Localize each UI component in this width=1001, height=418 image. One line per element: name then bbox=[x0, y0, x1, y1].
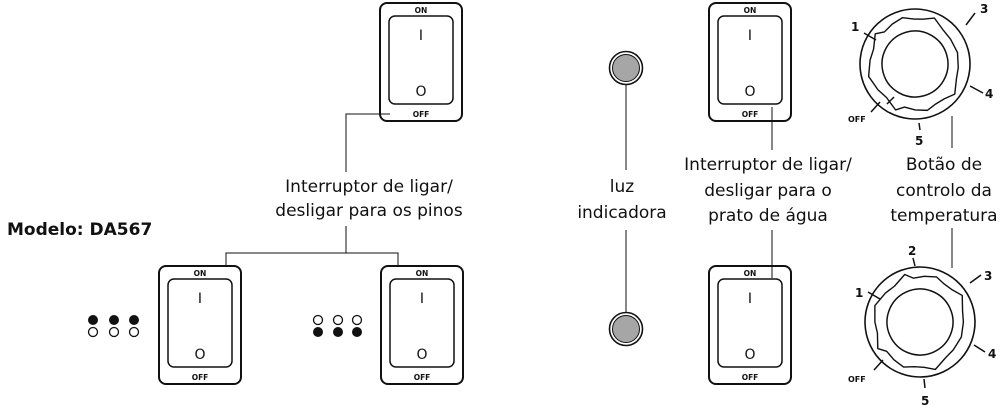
dial-mark-3: 3 bbox=[980, 2, 988, 16]
switch-on-symbol: I bbox=[198, 291, 202, 307]
indicator-label-line1: luz bbox=[610, 177, 634, 197]
water-tray-switch-bottom[interactable]: ON I O OFF bbox=[708, 265, 792, 385]
dial-mark-5: 5 bbox=[915, 134, 923, 148]
switch-off-symbol: O bbox=[416, 347, 427, 363]
main-power-switch[interactable]: ON I O OFF bbox=[379, 2, 463, 122]
indicator-label-line2: indicadora bbox=[577, 203, 666, 223]
temp-knob-label-line2: controlo da bbox=[896, 181, 992, 201]
switch-off-label: OFF bbox=[413, 110, 430, 119]
pins-top-row-icon bbox=[87, 315, 140, 338]
pins-bottom-row-icon bbox=[312, 314, 363, 337]
water-switch-label-line1: Interruptor de ligar/ bbox=[684, 155, 852, 175]
leader-line-top bbox=[345, 113, 390, 172]
switch-on-symbol: I bbox=[420, 291, 424, 307]
switch-off-symbol: O bbox=[744, 347, 755, 363]
switch-on-label: ON bbox=[744, 269, 757, 278]
switch-on-symbol: I bbox=[748, 28, 752, 44]
water-switch-label-line3: prato de água bbox=[708, 206, 828, 226]
temperature-dial-bottom-marks: 1 2 3 4 5 OFF bbox=[848, 244, 996, 408]
switch-off-symbol: O bbox=[194, 347, 205, 363]
temp-knob-label-line1: Botão de bbox=[906, 155, 982, 175]
switch-off-label: OFF bbox=[742, 110, 759, 119]
dial-mark-off: OFF bbox=[848, 115, 866, 124]
dial-mark-1: 1 bbox=[851, 20, 859, 34]
water-switch-label-line2: desligar para o bbox=[704, 181, 832, 201]
dial-mark-off: OFF bbox=[848, 375, 866, 384]
dial-mark-1: 1 bbox=[855, 286, 863, 300]
leader-line-branch bbox=[225, 252, 399, 268]
pins-switch-label-line2: desligar para os pinos bbox=[275, 201, 463, 221]
switch-on-symbol: I bbox=[748, 291, 752, 307]
temperature-dial-top[interactable] bbox=[846, 0, 984, 133]
water-tray-switch-top[interactable]: ON I O OFF bbox=[708, 2, 792, 122]
temperature-dial-bottom[interactable] bbox=[848, 250, 992, 394]
pins-switch-label-line1: Interruptor de ligar/ bbox=[285, 177, 453, 197]
dial-mark-4: 4 bbox=[985, 87, 993, 101]
dial-mark-4: 4 bbox=[988, 347, 996, 361]
indicator-light-top bbox=[608, 50, 644, 86]
switch-on-symbol: I bbox=[419, 28, 423, 44]
dial-mark-5: 5 bbox=[921, 394, 929, 408]
pin-switch-left[interactable]: ON I O OFF bbox=[158, 265, 242, 385]
switch-off-label: OFF bbox=[414, 373, 431, 382]
switch-on-label: ON bbox=[416, 269, 429, 278]
dial-mark-2: 2 bbox=[908, 244, 916, 258]
dial-mark-3: 3 bbox=[984, 269, 992, 283]
pin-switch-right[interactable]: ON I O OFF bbox=[380, 265, 464, 385]
temperature-dial-top-marks: 1 3 4 5 OFF bbox=[848, 2, 993, 148]
indicator-light-bottom bbox=[608, 311, 644, 347]
switch-on-label: ON bbox=[415, 6, 428, 15]
temp-knob-label-line3: temperatura bbox=[890, 206, 997, 226]
switch-off-label: OFF bbox=[742, 373, 759, 382]
switch-on-label: ON bbox=[194, 269, 207, 278]
switch-off-symbol: O bbox=[744, 84, 755, 100]
switch-off-label: OFF bbox=[192, 373, 209, 382]
switch-on-label: ON bbox=[744, 6, 757, 15]
switch-off-symbol: O bbox=[415, 84, 426, 100]
model-label: Modelo: DA567 bbox=[7, 220, 152, 240]
